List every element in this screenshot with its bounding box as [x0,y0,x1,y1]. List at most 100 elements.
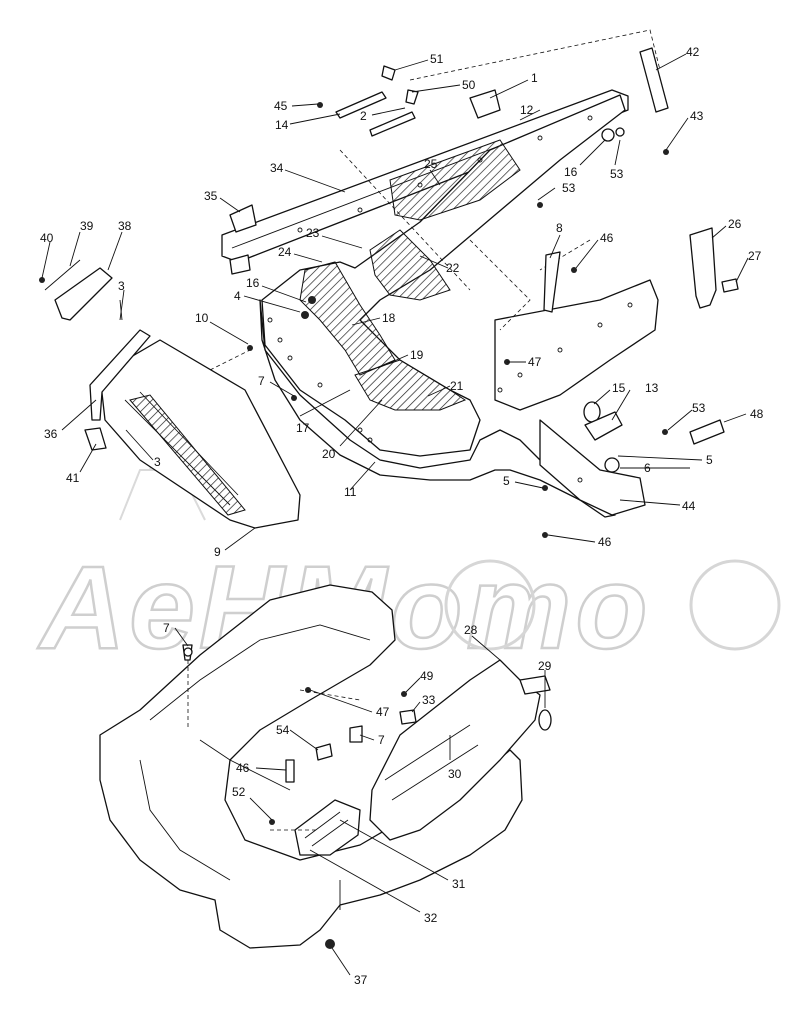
callout-54: 54 [276,723,290,737]
nose-pan-part [99,339,301,529]
strap-part [639,47,669,113]
callout-16: 16 [246,276,260,290]
bolt-part [308,296,316,304]
callout-4: 4 [234,289,241,303]
hood-contour-lines [199,739,341,910]
hinge-bracket-part [469,89,501,119]
screw-part [291,395,297,401]
callout-51: 51 [430,52,444,66]
bolt-part [301,311,309,319]
screw-part [349,725,363,743]
callout-41: 41 [66,471,80,485]
screw-part [39,277,45,283]
leader-lines [41,53,749,976]
watermark-wheel-icon [689,559,781,651]
callout-22: 22 [446,261,460,275]
callout-28: 28 [464,623,478,637]
assembly-guide-lines [187,660,361,831]
callout-48: 48 [750,407,764,421]
callout-36: 36 [44,427,58,441]
bracket-part [229,254,251,275]
callout-29: 29 [538,659,552,673]
bracket-part [229,204,257,233]
callout-49: 49 [420,669,434,683]
callout-24: 24 [278,245,292,259]
callout-44: 44 [682,499,696,513]
callout-46: 46 [600,231,614,245]
bumper-bar-part [89,329,151,421]
callout-9: 9 [214,545,221,559]
callout-23: 23 [306,226,320,240]
callout-38: 38 [118,219,132,233]
callout-47: 47 [528,355,542,369]
loop-part [538,709,552,731]
rivet-part [542,485,548,491]
callout-40: 40 [40,231,54,245]
strip-plate-part [369,111,416,137]
callout-20: 20 [322,447,336,461]
chassis-assembly [209,29,661,518]
callout-3: 3 [118,279,125,293]
callout-46: 46 [236,761,250,775]
callout-30: 30 [448,767,462,781]
callout-7: 7 [258,374,265,388]
callout-14: 14 [275,118,289,132]
callout-labels: 51 1 50 42 45 2 12 14 43 34 25 16 53 53 … [40,45,764,987]
rivet-holes [267,115,633,483]
callout-3: 3 [154,455,161,469]
assembly-guide-lines [409,29,661,81]
callout-50: 50 [462,78,476,92]
hatched-floor-part [354,359,467,411]
callout-42: 42 [686,45,700,59]
bumper-clip-part [84,427,107,451]
hood-assembly [99,584,552,949]
callout-43: 43 [690,109,704,123]
bumper-bracket-part [54,267,113,321]
callout-45: 45 [274,99,288,113]
rivet-strip-part [335,91,387,119]
hatched-center-plate-part [369,229,451,301]
watermark-wheel-icon [444,559,536,651]
nut-part [571,267,577,273]
hatched-top-plate-part [389,139,521,221]
spring-part [689,419,725,445]
callout-31: 31 [452,877,466,891]
callout-33: 33 [422,693,436,707]
callout-53: 53 [610,167,624,181]
grommet-part [601,128,615,142]
front-bumper-assembly [44,259,301,529]
rivet-part [285,759,295,783]
callout-5: 5 [706,453,713,467]
side-panel-part [494,279,659,411]
callout-11: 11 [344,485,357,499]
hood-contour-lines [139,624,371,881]
nut-part [401,691,407,697]
rivet-part [537,202,543,208]
grommet-part [325,939,335,949]
callout-53: 53 [692,401,706,415]
callout-53: 53 [562,181,576,195]
hitch-pin-part [689,227,717,309]
callout-7: 7 [378,733,385,747]
callout-27: 27 [748,249,762,263]
callout-37: 37 [354,973,368,987]
screw-part [269,819,275,825]
callout-17: 17 [296,421,310,435]
callout-34: 34 [270,161,284,175]
callout-47: 47 [376,705,390,719]
strap-end-part [519,675,551,695]
bracket-ribs [304,811,349,847]
callout-35: 35 [204,189,218,203]
callout-15: 15 [612,381,626,395]
tunnel-cover-channel [384,724,479,801]
screw-head-part [183,647,193,657]
callout-21: 21 [450,379,464,393]
callout-6: 6 [644,461,651,475]
callout-13: 13 [645,381,659,395]
callout-18: 18 [382,311,396,325]
callout-39: 39 [80,219,94,233]
rivet-part [317,102,323,108]
callout-52: 52 [232,785,246,799]
rear-bracket-part [539,419,646,516]
